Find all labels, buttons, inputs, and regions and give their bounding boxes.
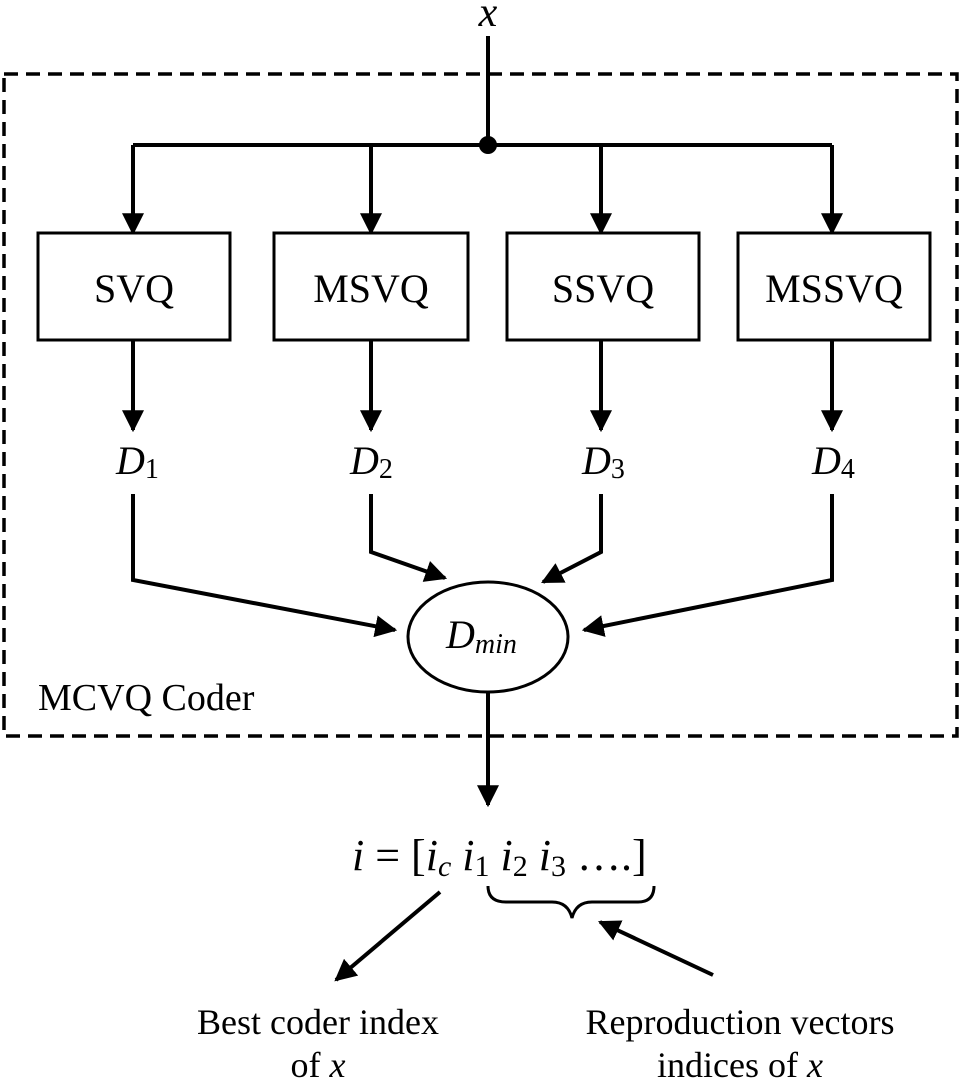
reproduction-caption-prefix: indices of — [657, 1045, 807, 1083]
reproduction-caption-line2: indices of x — [657, 1045, 823, 1083]
distortion-d3-main: D — [581, 438, 611, 483]
best-coder-caption-line1: Best coder index — [197, 1002, 439, 1042]
output-tail: ….] — [566, 831, 647, 880]
output-ic-sub: c — [438, 850, 451, 883]
distortion-d4-main: D — [811, 438, 841, 483]
output-i1-main: i — [462, 831, 474, 880]
output-lhs: i — [352, 831, 364, 880]
distortion-arrows — [122, 340, 843, 433]
output-eq: = [ — [364, 831, 425, 880]
coder-svq-label: SVQ — [94, 266, 174, 311]
distortion-d1-sub: 1 — [145, 454, 159, 485]
coder-mssvq: MSSVQ — [736, 231, 932, 342]
output-index-vector: i = [ic i1 i2 i3 ….] — [352, 831, 647, 883]
coder-ssvq-label: SSVQ — [552, 266, 654, 311]
coder-msvq: MSVQ — [272, 231, 470, 342]
distortion-d4-sub: 4 — [841, 454, 855, 485]
output-ic-main: i — [426, 831, 438, 880]
mcvq-coder-container — [2, 72, 959, 738]
coder-ssvq: SSVQ — [505, 231, 701, 342]
distortion-d2: D2 — [349, 438, 393, 485]
best-coder-caption-prefix: of — [291, 1045, 330, 1083]
branch-arrows — [122, 145, 843, 236]
distortion-d1: D1 — [115, 438, 159, 485]
selector-label: Dmin — [445, 612, 517, 660]
distortion-d1-main: D — [115, 438, 145, 483]
min-distortion-selector: Dmin — [406, 580, 570, 694]
coder-msvq-label: MSVQ — [313, 266, 429, 311]
reproduction-caption-var: x — [806, 1045, 823, 1083]
best-coder-caption-line2: of x — [291, 1045, 346, 1083]
connector-d2 — [369, 494, 448, 582]
distortion-d3-sub: 3 — [611, 454, 625, 485]
output-i2-main: i — [501, 831, 513, 880]
distortion-d2-sub: 2 — [379, 454, 393, 485]
container-label: MCVQ Coder — [38, 677, 255, 719]
output-i3-main: i — [539, 831, 551, 880]
reproduction-indices-brace — [486, 885, 656, 919]
selector-sub: min — [475, 629, 517, 660]
distortion-d3: D3 — [581, 438, 625, 485]
reproduction-caption-line1: Reproduction vectors — [586, 1002, 895, 1042]
output-i3-sub: 3 — [551, 850, 566, 883]
input-symbol: x — [478, 0, 498, 36]
distortion-d4: D4 — [811, 438, 855, 485]
output-i2-sub: 2 — [513, 850, 528, 883]
connector-d1 — [131, 494, 398, 638]
selector-main: D — [445, 612, 475, 657]
best-coder-caption-var: x — [329, 1045, 346, 1083]
selector-connectors — [131, 494, 834, 638]
reproduction-arrow — [598, 920, 714, 977]
connector-d4 — [581, 494, 834, 637]
coder-svq: SVQ — [36, 231, 232, 342]
connector-d3 — [541, 494, 603, 584]
distortion-d2-main: D — [349, 438, 379, 483]
best-coder-arrow — [334, 890, 442, 982]
output-i1-sub: 1 — [475, 850, 490, 883]
coder-mssvq-label: MSSVQ — [765, 266, 903, 311]
